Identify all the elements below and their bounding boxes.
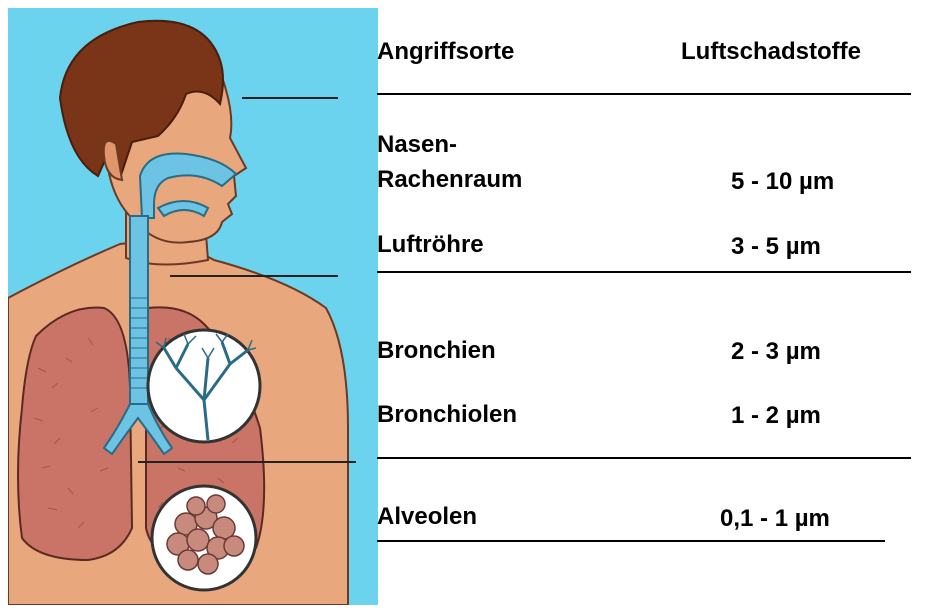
divider-upper-airways [377,271,911,273]
header-pollutants: Luftschadstoffe [681,38,861,66]
label-nasopharynx-line1: Nasen- [377,130,457,160]
label-alveoli: Alveolen [377,502,477,532]
label-bronchi: Bronchien [377,336,496,366]
divider-bottom [377,540,885,542]
header-location: Angriffsorte [377,38,514,66]
size-alveoli: 0,1 - 1 µm [720,505,830,533]
divider-header [377,93,911,95]
size-trachea: 3 - 5 µm [731,233,821,261]
label-trachea: Luftröhre [377,230,484,260]
label-nasopharynx-line2: Rachenraum [377,165,522,195]
size-nasopharynx: 5 - 10 µm [731,168,834,196]
size-bronchi: 2 - 3 µm [731,338,821,366]
divider-lower-airways [377,457,911,459]
label-bronchioles: Bronchiolen [377,400,517,430]
size-bronchioles: 1 - 2 µm [731,402,821,430]
respiratory-tract-illustration [8,8,378,605]
